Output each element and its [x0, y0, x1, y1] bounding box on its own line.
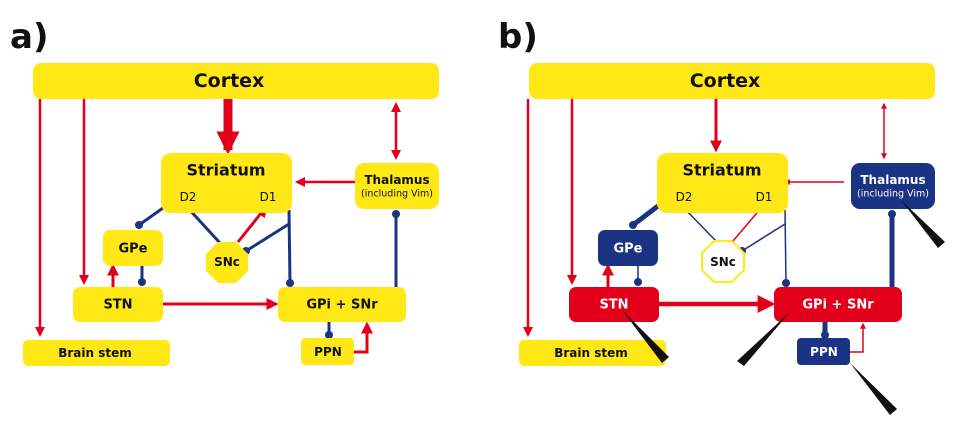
- node-striatum: Striatum D2 D1: [657, 153, 788, 213]
- ppn-to-gpi-arrow: [354, 321, 373, 354]
- receptor-d2-label: D2: [676, 190, 693, 204]
- node-striatum: Striatum D2 D1: [161, 153, 292, 213]
- node-brain-stem-label: Brain stem: [58, 346, 132, 360]
- node-snc-label: SNc: [710, 255, 736, 269]
- node-ppn: PPN: [797, 338, 850, 365]
- electrode-thalamus-icon: [901, 200, 945, 248]
- panel-b-label: b): [498, 17, 538, 57]
- striatum-to-snc-inhibition: [245, 222, 290, 253]
- gpe-to-stn-terminal: [138, 278, 146, 286]
- node-snc: SNc: [206, 242, 248, 283]
- ppn-to-gpi-arrow: [850, 322, 866, 353]
- node-gpe: GPe: [103, 230, 163, 266]
- receptor-d1-label: D1: [756, 190, 773, 204]
- dbs-electrodes: [622, 200, 945, 415]
- striatum-to-gpe-inhibition: [631, 204, 660, 227]
- electrode-ppn-icon: [850, 363, 897, 415]
- node-thalamus-label: Thalamus: [364, 173, 429, 187]
- node-cortex-label: Cortex: [194, 70, 265, 92]
- node-striatum-label: Striatum: [186, 161, 265, 180]
- node-brain-stem-label: Brain stem: [554, 346, 628, 360]
- striatum-to-gpe-terminal: [135, 221, 143, 229]
- node-gpe-label: GPe: [613, 242, 642, 257]
- striatum-to-gpi-inhibition: [784, 209, 787, 284]
- node-stn-label: STN: [599, 298, 628, 313]
- electrode-gpi-snr-icon: [737, 312, 790, 366]
- striatum-to-gpe-inhibition: [138, 206, 164, 227]
- panel-a-label: a): [10, 17, 48, 57]
- node-gpi-snr: GPi + SNr: [278, 287, 406, 322]
- gpi-to-thalamus-terminal: [392, 210, 400, 218]
- receptor-d1-label: D1: [260, 190, 277, 204]
- gpi-to-ppn-terminal: [325, 331, 333, 339]
- panel-a: a): [10, 17, 439, 366]
- node-ppn-label: PPN: [314, 345, 342, 359]
- node-ppn: PPN: [301, 338, 354, 365]
- node-gpi-snr: GPi + SNr: [774, 287, 902, 322]
- striatum-to-gpi-inhibition: [287, 209, 292, 284]
- node-cortex-label: Cortex: [690, 70, 761, 92]
- panel-b-connections: [523, 99, 896, 353]
- node-stn: STN: [73, 287, 163, 322]
- node-thalamus-sublabel: (including Vim): [857, 189, 929, 200]
- striatum-to-gpi-terminal: [782, 279, 790, 287]
- striatum-to-snc-inhibition: [741, 223, 786, 252]
- node-thalamus: Thalamus (including Vim): [851, 163, 935, 209]
- receptor-d2-label: D2: [180, 190, 197, 204]
- node-stn-label: STN: [103, 298, 132, 313]
- node-gpe-label: GPe: [118, 242, 147, 257]
- node-cortex: Cortex: [529, 63, 935, 99]
- node-snc: SNc: [701, 240, 745, 283]
- node-stn: STN: [569, 287, 659, 322]
- node-brain-stem: Brain stem: [519, 340, 666, 366]
- panel-b: b) Cortex: [498, 17, 945, 415]
- gpi-to-ppn-terminal: [821, 331, 829, 339]
- node-thalamus: Thalamus (including Vim): [355, 163, 439, 209]
- striatum-to-gpe-terminal: [629, 221, 637, 229]
- node-gpi-snr-label: GPi + SNr: [306, 298, 378, 313]
- node-ppn-label: PPN: [810, 345, 838, 359]
- gpe-to-stn-terminal: [634, 278, 642, 286]
- node-snc-label: SNc: [214, 255, 240, 269]
- node-thalamus-sublabel: (including Vim): [361, 189, 433, 200]
- node-striatum-label: Striatum: [682, 161, 761, 180]
- striatum-to-gpi-terminal: [286, 279, 294, 287]
- gpi-to-thalamus-terminal: [888, 210, 896, 218]
- electrode-stn-icon: [622, 310, 669, 363]
- node-gpi-snr-label: GPi + SNr: [802, 298, 874, 313]
- node-gpe: GPe: [598, 230, 658, 266]
- node-cortex: Cortex: [33, 63, 439, 99]
- node-thalamus-label: Thalamus: [860, 173, 925, 187]
- node-brain-stem: Brain stem: [23, 340, 170, 366]
